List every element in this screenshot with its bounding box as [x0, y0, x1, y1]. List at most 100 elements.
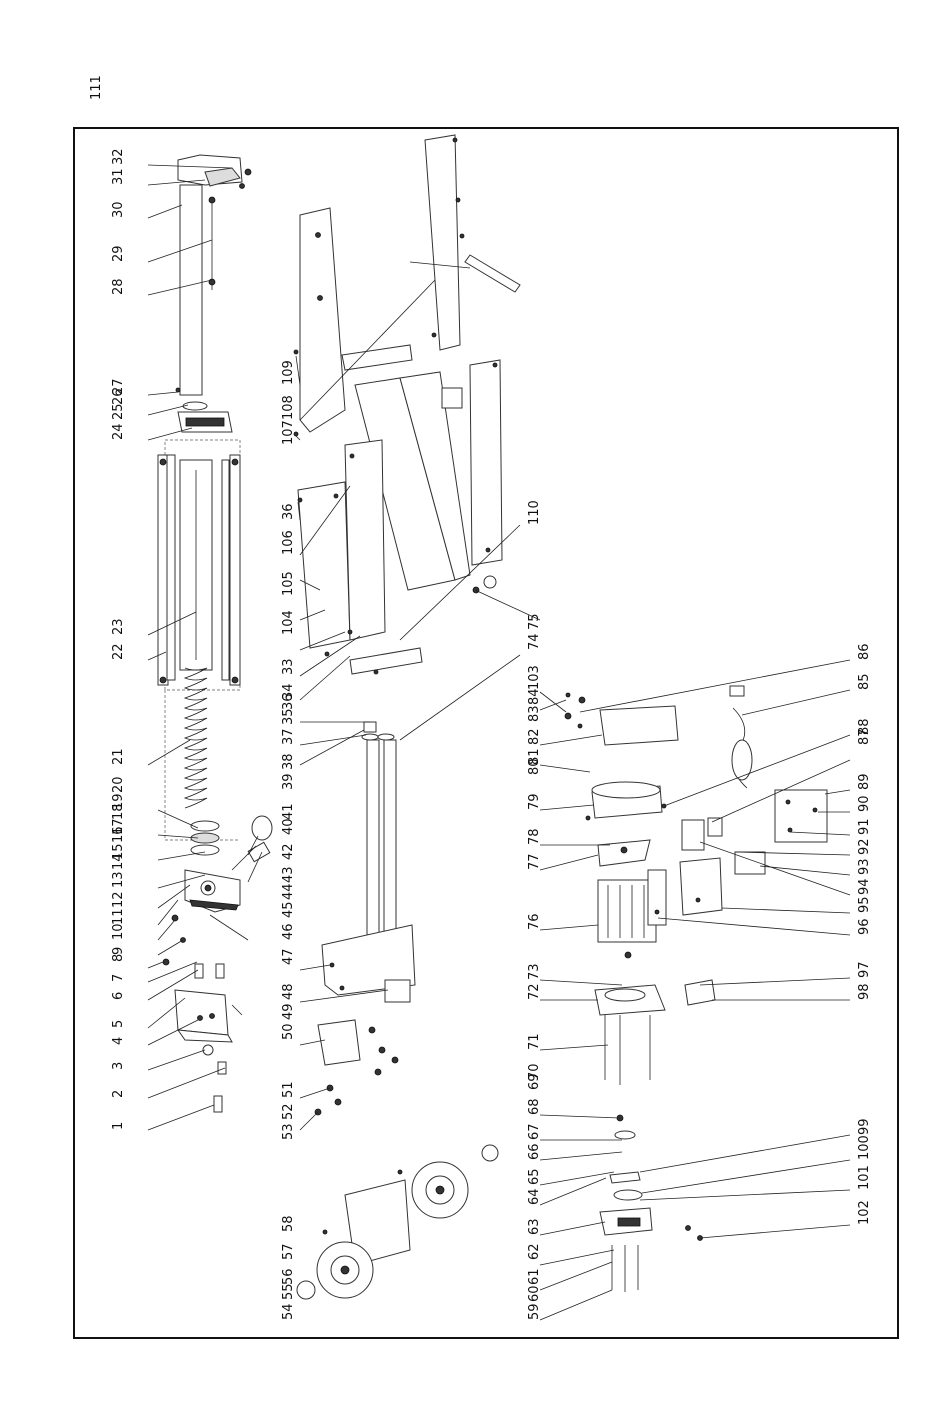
part-label-9: 9 — [111, 947, 126, 955]
part-label-19: 19 — [111, 793, 126, 810]
part-label-39: 39 — [281, 773, 296, 790]
switch-box — [679, 685, 828, 1006]
part-label-38: 38 — [281, 753, 296, 770]
part-label-26: 26 — [111, 388, 126, 405]
part-label-41: 41 — [281, 803, 296, 820]
part-label-42: 42 — [281, 843, 296, 860]
part-label-100: 100 — [857, 1135, 872, 1160]
part-number-labels: 1234567891011121314151617181920212223242… — [89, 75, 872, 1320]
part-label-107: 107 — [281, 420, 296, 445]
cylinder-cap — [177, 411, 233, 433]
valve-block — [184, 815, 273, 913]
motor-mount-bracket — [564, 692, 679, 746]
part-label-6: 6 — [111, 992, 126, 1000]
part-label-92: 92 — [857, 838, 872, 855]
part-label-67: 67 — [527, 1123, 542, 1140]
part-label-84: 84 — [527, 688, 542, 705]
part-label-30: 30 — [111, 201, 126, 218]
top-plate — [293, 207, 346, 437]
part-label-18: 18 — [111, 803, 126, 820]
part-label-47: 47 — [281, 948, 296, 965]
part-label-24: 24 — [111, 423, 126, 440]
part-label-21: 21 — [111, 748, 126, 765]
side-rail — [341, 134, 521, 371]
callout-leaders — [147, 164, 851, 1321]
part-label-58: 58 — [281, 1215, 296, 1232]
part-label-55: 55 — [281, 1283, 296, 1300]
part-label-64: 64 — [527, 1188, 542, 1205]
part-label-88: 88 — [857, 718, 872, 735]
part-label-81: 81 — [527, 748, 542, 765]
part-label-93: 93 — [857, 858, 872, 875]
part-label-20: 20 — [111, 776, 126, 793]
part-label-52: 52 — [281, 1103, 296, 1120]
part-label-46: 46 — [281, 923, 296, 940]
return-spring — [164, 667, 240, 841]
part-label-97: 97 — [857, 961, 872, 978]
part-label-56: 56 — [281, 1268, 296, 1285]
part-label-87: 87 — [857, 728, 872, 745]
part-label-89: 89 — [857, 773, 872, 790]
wedge-plates — [297, 439, 423, 675]
part-label-36: 36 — [281, 503, 296, 520]
part-label-70: 70 — [527, 1063, 542, 1080]
electric-motor — [597, 869, 667, 959]
part-label-91: 91 — [857, 818, 872, 835]
part-label-43: 43 — [281, 866, 296, 883]
main-cylinder — [157, 439, 241, 691]
part-label-10: 10 — [111, 923, 126, 940]
base-bracket — [174, 989, 233, 1113]
part-label-54: 54 — [281, 1303, 296, 1320]
part-label-23: 23 — [111, 618, 126, 635]
diagram-frame — [73, 127, 899, 1339]
part-label-101: 101 — [857, 1165, 872, 1190]
part-label-95: 95 — [857, 896, 872, 913]
part-label-50: 50 — [281, 1023, 296, 1040]
part-label-102: 102 — [857, 1200, 872, 1225]
part-label-72: 72 — [527, 983, 542, 1000]
part-label-57: 57 — [281, 1243, 296, 1260]
part-label-94: 94 — [857, 878, 872, 895]
part-label-90: 90 — [857, 795, 872, 812]
part-label-68: 68 — [527, 1098, 542, 1115]
part-label-15: 15 — [111, 843, 126, 860]
part-label-25: 25 — [111, 403, 126, 420]
part-label-48: 48 — [281, 983, 296, 1000]
part-label-11: 11 — [111, 908, 126, 925]
part-label-78: 78 — [527, 828, 542, 845]
part-label-104: 104 — [281, 610, 296, 635]
part-label-61: 61 — [527, 1268, 542, 1285]
main-beam — [354, 359, 503, 594]
part-label-33: 33 — [281, 658, 296, 675]
cylinder-rod — [175, 184, 216, 411]
part-label-4: 4 — [111, 1037, 126, 1045]
pump-housing — [594, 984, 666, 1140]
push-plate-and-rods — [321, 721, 416, 1003]
part-label-111: 111 — [89, 75, 104, 100]
part-label-86: 86 — [857, 643, 872, 660]
part-label-45: 45 — [281, 901, 296, 918]
part-label-51: 51 — [281, 1081, 296, 1098]
part-label-3: 3 — [111, 1062, 126, 1070]
motor-cover — [585, 781, 667, 821]
part-label-79: 79 — [527, 793, 542, 810]
part-label-103: 103 — [527, 665, 542, 690]
pump-base — [599, 1171, 703, 1292]
part-label-13: 13 — [111, 871, 126, 888]
part-label-63: 63 — [527, 1218, 542, 1235]
motor-fan — [597, 839, 651, 867]
wheels-and-stand — [296, 1144, 499, 1300]
part-label-75: 75 — [527, 613, 542, 630]
part-label-5: 5 — [111, 1020, 126, 1028]
part-label-7: 7 — [111, 974, 126, 982]
part-label-37: 37 — [281, 728, 296, 745]
part-label-14: 14 — [111, 853, 126, 870]
part-label-106: 106 — [281, 530, 296, 555]
part-label-71: 71 — [527, 1033, 542, 1050]
top-bracket — [177, 154, 252, 189]
part-label-80: 80 — [527, 758, 542, 775]
part-label-28: 28 — [111, 278, 126, 295]
foot-bracket — [314, 1019, 399, 1116]
part-label-34: 34 — [281, 683, 296, 700]
